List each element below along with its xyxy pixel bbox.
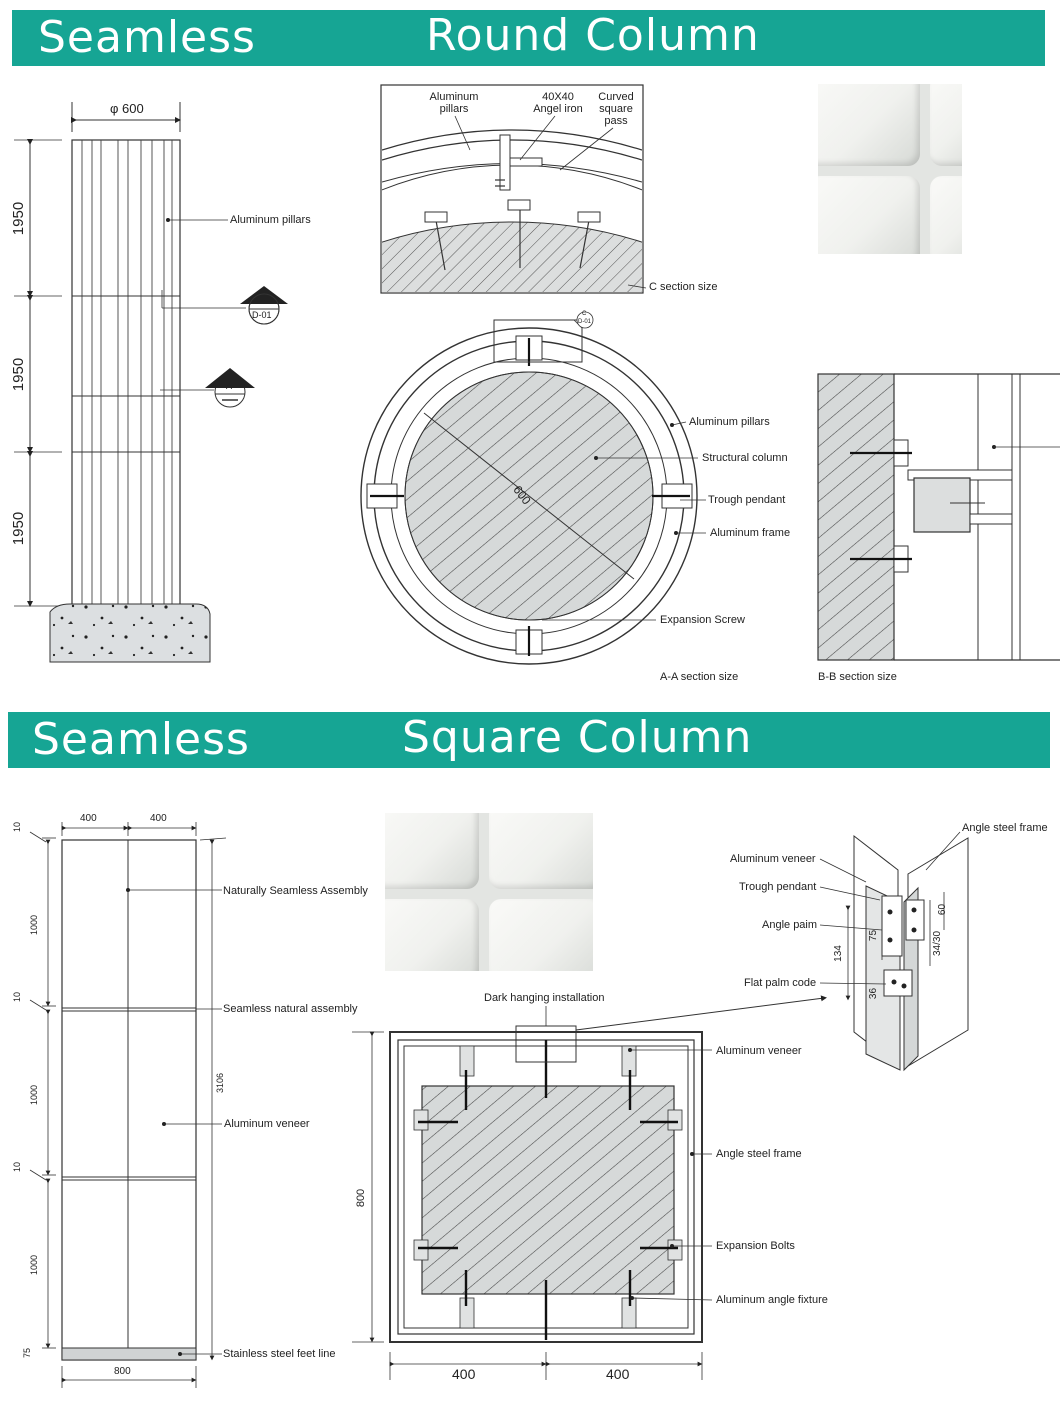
c-label-pillars: Aluminum pillars	[429, 91, 479, 115]
c-label-angle-iron: 40X40 Angel iron	[533, 91, 583, 115]
banner-right-title: Square Column	[402, 712, 753, 763]
a-label-structural-column: Structural column	[702, 452, 788, 464]
seamless-panel-photo-square	[385, 813, 593, 971]
round-column-banner: Seamless Round Column	[12, 10, 1045, 66]
plan-label-angle-steel-frame: Angle steel frame	[716, 1148, 802, 1160]
b-section-caption: B-B section size	[818, 671, 897, 683]
plan-label-expansion-bolts: Expansion Bolts	[716, 1240, 795, 1252]
a-label-aluminum-frame: Aluminum frame	[710, 527, 791, 539]
plan-bottom-dim-left: 400	[452, 1366, 476, 1382]
round-diameter-dim: φ 600	[110, 101, 144, 116]
label-aluminum-veneer-elev: Aluminum veneer	[224, 1118, 310, 1130]
plan-label-angle-fixture: Aluminum angle fixture	[716, 1294, 828, 1306]
a-label-pillars: Aluminum pillars	[689, 416, 770, 428]
marker-c-letter: C	[582, 311, 587, 317]
c-section-caption: C section size	[649, 281, 718, 293]
label-angle-steel-frame-3d: Angle steel frame	[962, 822, 1048, 834]
marker-a-letter: A	[226, 381, 233, 391]
marker-b-code: D-01	[252, 310, 272, 320]
bottom-width-dim: 800	[114, 1366, 131, 1377]
label-flat-palm-code: Flat palm code	[744, 977, 817, 989]
a-label-trough-pendant: Trough pendant	[708, 494, 786, 506]
marker-b-letter: B	[260, 296, 267, 306]
banner-left-title: Seamless	[38, 12, 256, 63]
c-label-curved-pass: Curved square pass	[598, 91, 634, 127]
plan-bottom-dim-right: 400	[606, 1366, 630, 1382]
top-width-right: 400	[150, 813, 167, 824]
label-seamless-natural: Seamless natural assembly	[223, 1003, 358, 1015]
square-column-banner: Seamless Square Column	[8, 712, 1050, 768]
plan-side-dim: 800	[355, 1188, 368, 1208]
top-width-left: 400	[80, 813, 97, 824]
label-dark-hanging: Dark hanging installation	[484, 992, 605, 1004]
label-aluminum-veneer-3d: Aluminum veneer	[730, 853, 816, 865]
label-angle-paim: Angle paim	[762, 919, 818, 931]
marker-c-code: D-01	[578, 319, 592, 325]
plan-label-aluminum-veneer: Aluminum veneer	[716, 1045, 802, 1057]
a-label-expansion-screw: Expansion Screw	[660, 614, 745, 626]
label-naturally-seamless: Naturally Seamless Assembly	[223, 885, 368, 897]
banner-right-title: Round Column	[426, 10, 760, 61]
label-stainless-feet: Stainless steel feet line	[223, 1348, 336, 1360]
banner-left-title: Seamless	[32, 714, 250, 765]
a-section-caption: A-A section size	[660, 671, 739, 683]
label-aluminum-pillars: Aluminum pillars	[230, 214, 311, 226]
seamless-panel-photo-round	[818, 84, 962, 254]
label-trough-pendant-3d: Trough pendant	[739, 881, 817, 893]
